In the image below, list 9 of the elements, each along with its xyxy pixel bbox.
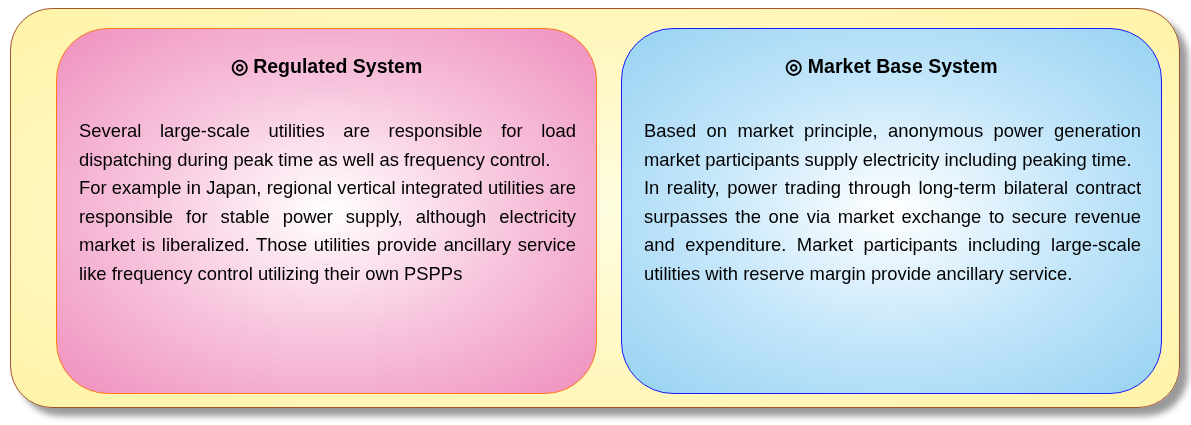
- paragraph: Based on market principle, anonymous power generation market participants supply electricity including peaking time.: [644, 119, 1141, 172]
- paragraph: Several large-scale utilities are responsible for load dispatching during peak time as well as frequency control.: [79, 119, 576, 172]
- paragraph: In reality, power trading through long-term bilateral contract surpasses the one via market exchange to secure revenue and expenditure. Market participants including large-scale utilities with reserve margin provide ancillary service.: [644, 176, 1141, 286]
- panel-heading: ◎ Market Base System: [784, 55, 999, 78]
- panel-heading: ◎ Regulated System: [229, 55, 424, 78]
- rounded-panel: [621, 28, 1162, 394]
- panel-background: [10, 8, 1180, 408]
- paragraph: For example in Japan, regional vertical integrated utilities are responsible for stable power supply, although electricity market is liberalized. Those utilities provide ancillary service like frequency control utilizing their own PSPPs: [79, 176, 576, 286]
- rounded-panel: [56, 28, 597, 394]
